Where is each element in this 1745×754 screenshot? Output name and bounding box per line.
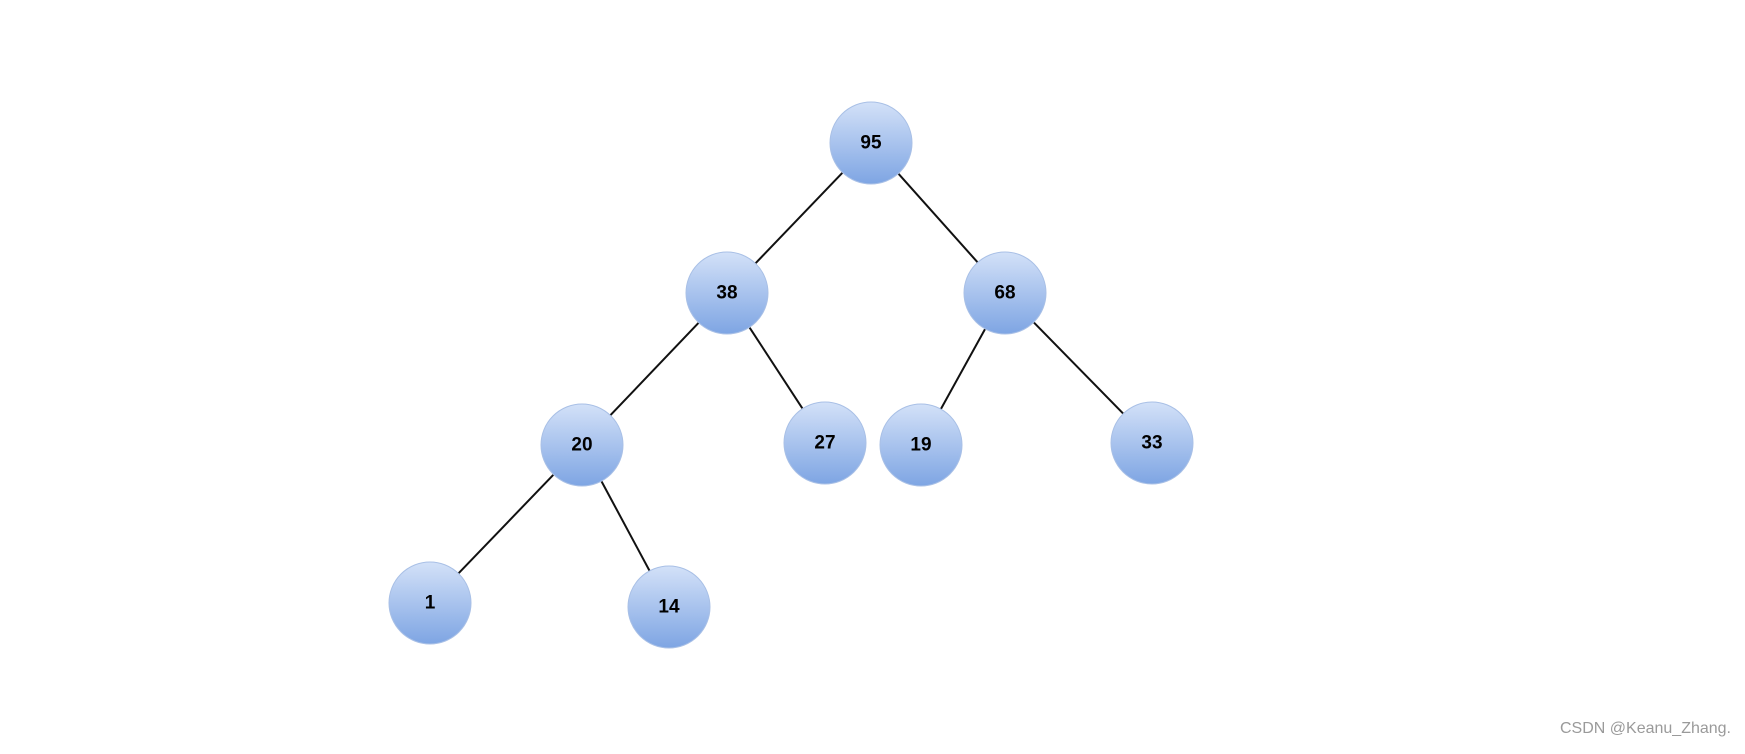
- tree-node-68: 68: [963, 251, 1047, 335]
- node-label: 95: [860, 133, 882, 154]
- edge-n38-n27: [748, 326, 804, 410]
- edge-n68-n19: [939, 328, 987, 410]
- edge-n38-n20: [609, 321, 700, 417]
- node-label: 1: [425, 593, 436, 614]
- node-circle: [388, 561, 472, 645]
- edge-n20-n1: [457, 473, 555, 575]
- node-circle: [963, 251, 1047, 335]
- tree-node-38: 38: [685, 251, 769, 335]
- node-label: 14: [658, 597, 680, 618]
- node-circle: [627, 565, 711, 649]
- node-label: 33: [1141, 433, 1162, 454]
- edge-n95-n68: [897, 172, 979, 264]
- node-label: 20: [571, 435, 592, 456]
- tree-node-20: 20: [540, 403, 624, 487]
- node-circle: [879, 403, 963, 487]
- node-label: 68: [994, 283, 1015, 304]
- tree-node-95: 95: [829, 101, 913, 185]
- tree-node-19: 19: [879, 403, 963, 487]
- node-circle: [829, 101, 913, 185]
- tree-node-1: 1: [388, 561, 472, 645]
- node-label: 38: [716, 283, 737, 304]
- tree-nodes: 95 38 68 20 27 19 33 1 14: [388, 101, 1194, 649]
- node-circle: [1110, 401, 1194, 485]
- tree-node-33: 33: [1110, 401, 1194, 485]
- tree-edges: [457, 171, 1125, 575]
- tree-node-14: 14: [627, 565, 711, 649]
- node-label: 27: [814, 433, 835, 454]
- node-circle: [685, 251, 769, 335]
- tree-node-27: 27: [783, 401, 867, 485]
- node-label: 19: [910, 435, 931, 456]
- edge-n95-n38: [754, 171, 844, 265]
- edge-n20-n14: [600, 480, 651, 572]
- watermark-text: CSDN @Keanu_Zhang.: [1560, 720, 1731, 737]
- node-circle: [540, 403, 624, 487]
- node-circle: [783, 401, 867, 485]
- edge-n68-n33: [1032, 321, 1125, 415]
